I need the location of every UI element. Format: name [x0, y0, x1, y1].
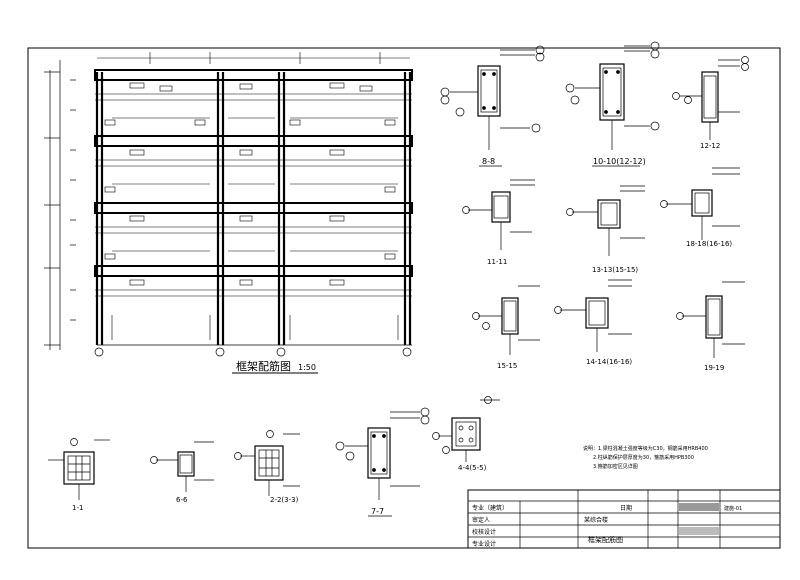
section-4-4: 4-4(5-5): [432, 396, 500, 472]
label-2-2: 2-2(3-3): [270, 496, 299, 504]
label-8-8: 8-8: [482, 157, 495, 166]
section-10-10: 10-10(12-12): [565, 41, 660, 167]
general-notes: 说明：1.梁柱混凝土强度等级为C30，钢筋采用HRB400 2.柱纵筋保护层厚度…: [583, 445, 708, 470]
label-10-10: 10-10(12-12): [593, 157, 646, 166]
section-1-1: 1-1: [48, 438, 110, 512]
label-12-12: 12-12: [700, 142, 720, 150]
frame-title: 框架配筋图: [236, 359, 291, 373]
frame-scale: 1:50: [298, 363, 316, 372]
section-7-7: 7-7: [335, 407, 430, 517]
section-8-8: 8-8: [440, 45, 545, 167]
label-6-6: 6-6: [176, 496, 188, 504]
tb-row3: 校核设计: [472, 528, 496, 536]
note-line-3: 3.箍筋加密区见详图: [593, 463, 638, 470]
label-4-4: 4-4(5-5): [458, 464, 487, 472]
label-14-14: 14-14(16-16): [586, 358, 632, 366]
section-2-2: 2-2(3-3): [234, 430, 300, 504]
section-11-11: 11-11: [462, 179, 535, 266]
tb-row2: 审定人: [472, 516, 490, 524]
section-14-14: 14-14(16-16): [554, 279, 632, 366]
section-6-6: 6-6: [150, 441, 214, 504]
bottom-axes: [94, 344, 412, 357]
tb-row4: 专业设计: [472, 540, 496, 548]
frame-beams: [94, 69, 413, 277]
level-axis: [44, 60, 76, 350]
section-15-15: 15-15: [472, 285, 540, 370]
frame-elevation: 框架配筋图 1:50: [44, 52, 413, 374]
tb-row1-mid: 日期: [620, 504, 632, 512]
frame-columns: [95, 72, 412, 345]
label-11-11: 11-11: [487, 258, 507, 266]
tb-row2-mid: 某综合楼: [584, 516, 608, 524]
label-18-18: 18-18(16-16): [686, 240, 732, 248]
note-line-2: 2.柱纵筋保护层厚度为30，箍筋采用HPB300: [593, 454, 694, 461]
beam-annotations: [104, 82, 396, 286]
label-15-15: 15-15: [497, 362, 517, 370]
label-1-1: 1-1: [72, 504, 83, 512]
label-7-7: 7-7: [371, 507, 384, 516]
drawing-border: [27, 47, 781, 549]
section-19-19: 19-19: [676, 281, 745, 372]
title-block: 专业（建筑） 日期 审定人 某综合楼 校核设计 专业设计 框架配筋图 建施-01: [467, 489, 781, 549]
beam-rebar: [95, 93, 412, 340]
tb-right-0: 建施-01: [724, 505, 742, 512]
label-13-13: 13-13(15-15): [592, 266, 638, 274]
section-18-18: 18-18(16-16): [660, 167, 740, 248]
tb-drawing-name: 框架配筋图: [588, 535, 623, 544]
label-19-19: 19-19: [704, 364, 724, 372]
top-dimensions: [97, 52, 410, 64]
section-12-12: 12-12: [672, 56, 749, 150]
note-line-1: 说明：1.梁柱混凝土强度等级为C30，钢筋采用HRB400: [583, 445, 708, 452]
tb-row1: 专业（建筑）: [472, 504, 508, 512]
section-13-13: 13-13(15-15): [566, 185, 645, 274]
